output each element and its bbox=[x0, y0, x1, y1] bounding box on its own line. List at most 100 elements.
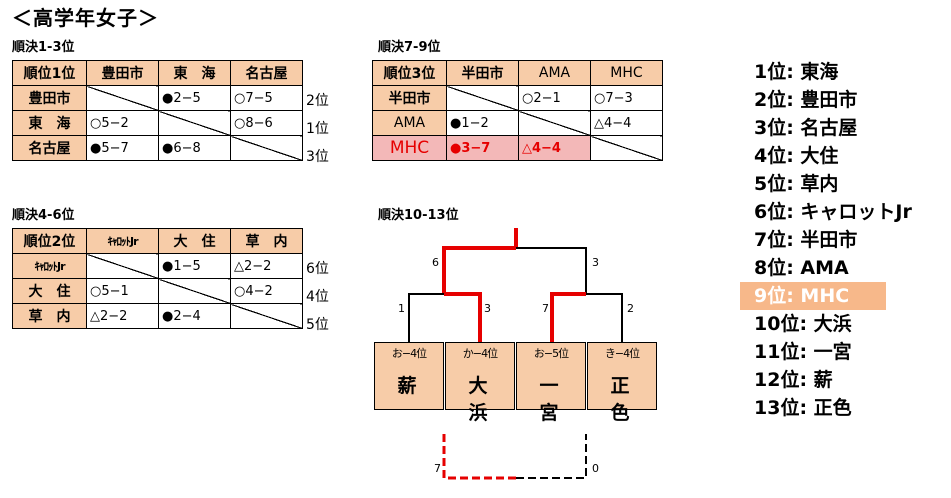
row-header-highlighted: MHC bbox=[372, 135, 447, 161]
ranking-item: 12位: 薪 bbox=[754, 369, 833, 391]
team-seed: お−4位 bbox=[391, 347, 427, 360]
result-cell-highlighted: ●3−7 bbox=[446, 135, 519, 161]
result-cell: ●1−2 bbox=[446, 110, 519, 136]
score-final-right: 3 bbox=[592, 256, 599, 269]
team-name: 一 宮 bbox=[539, 375, 586, 424]
group-7-9-table: 順位3位 半田市 AMA MHC 半田市 ○2−1 ○7−3 AMA ●1−2 … bbox=[372, 60, 663, 161]
result-cell: ○2−1 bbox=[518, 85, 591, 111]
final-rankings: 1位: 東海 2位: 豊田市 3位: 名古屋 4位: 大住 5位: 草内 6位:… bbox=[740, 58, 912, 422]
row-header: 名古屋 bbox=[12, 135, 87, 161]
bracket-lines bbox=[408, 228, 623, 480]
result-cell: ○5−2 bbox=[86, 110, 159, 136]
ranking-item: 6位: キャロットJr bbox=[754, 201, 912, 223]
row-header: ｷｬﾛｯﾄJr bbox=[12, 253, 87, 279]
score-semi-left-a: 1 bbox=[398, 302, 405, 315]
team-name: 大 浜 bbox=[468, 375, 515, 424]
result-cell: ●5−7 bbox=[86, 135, 159, 161]
result-cell: ●2−4 bbox=[158, 303, 231, 329]
diagonal-cell bbox=[86, 85, 159, 111]
bracket-team-box: き−4位 正 色 bbox=[587, 342, 657, 424]
result-cell-highlighted: △4−4 bbox=[518, 135, 591, 161]
group-4-6-label: 順決4-6位 bbox=[12, 208, 75, 223]
score-third-left: 7 bbox=[434, 462, 441, 475]
result-cell: △2−2 bbox=[230, 253, 303, 279]
col-header: 東 海 bbox=[158, 60, 231, 86]
col-header: 草 内 bbox=[230, 228, 303, 254]
diagonal-cell bbox=[86, 253, 159, 279]
corner-header: 順位2位 bbox=[12, 228, 87, 254]
group-4-6-table: 順位2位 ｷｬﾛｯﾄJr 大 住 草 内 ｷｬﾛｯﾄJr ●1−5 △2−2 大… bbox=[12, 228, 303, 329]
bracket-team-box: お−4位 薪 bbox=[374, 342, 444, 410]
bracket-third-right bbox=[516, 434, 587, 479]
place-label: 2位 bbox=[306, 93, 329, 109]
col-header: 豊田市 bbox=[86, 60, 159, 86]
place-label: 5位 bbox=[306, 317, 329, 333]
place-label: 1位 bbox=[306, 121, 329, 137]
col-header: ｷｬﾛｯﾄJr bbox=[86, 228, 159, 254]
diagonal-cell bbox=[158, 110, 231, 136]
bracket-label: 順決10-13位 bbox=[378, 208, 459, 223]
bracket-final-left bbox=[442, 246, 516, 294]
place-label: 6位 bbox=[306, 261, 329, 277]
result-cell: △2−2 bbox=[86, 303, 159, 329]
col-header: 半田市 bbox=[446, 60, 519, 86]
col-header: 大 住 bbox=[158, 228, 231, 254]
page-title: ＜高学年女子＞ bbox=[12, 6, 159, 30]
team-name: 薪 bbox=[397, 375, 421, 397]
bracket-team-box: お−5位 一 宮 bbox=[516, 342, 586, 424]
group-1-3-label: 順決1-3位 bbox=[12, 40, 75, 55]
ranking-item: 2位: 豊田市 bbox=[754, 89, 858, 111]
ranking-item: 8位: AMA bbox=[754, 257, 849, 279]
row-header: 半田市 bbox=[372, 85, 447, 111]
result-cell: ○7−5 bbox=[230, 85, 303, 111]
result-cell: ○8−6 bbox=[230, 110, 303, 136]
ranking-item-highlighted: 9位: MHC bbox=[740, 282, 886, 310]
diagonal-cell bbox=[158, 278, 231, 304]
result-cell: ○5−1 bbox=[86, 278, 159, 304]
score-third-right: 0 bbox=[592, 462, 599, 475]
bracket-third-left bbox=[442, 434, 516, 480]
ranking-item: 7位: 半田市 bbox=[754, 229, 858, 251]
place-label: 4位 bbox=[306, 289, 329, 305]
score-semi-right-a: 7 bbox=[542, 302, 549, 315]
team-seed: き−4位 bbox=[604, 347, 640, 360]
bracket-team-box: か−4位 大 浜 bbox=[445, 342, 515, 424]
ranking-item: 4位: 大住 bbox=[754, 145, 839, 167]
bracket-final-right bbox=[516, 247, 587, 294]
team-name: 正 色 bbox=[610, 375, 657, 424]
score-final-left: 6 bbox=[432, 256, 439, 269]
group-7-9-label: 順決7-9位 bbox=[378, 40, 441, 55]
col-header: 名古屋 bbox=[230, 60, 303, 86]
place-label: 3位 bbox=[306, 149, 329, 165]
ranking-item: 11位: 一宮 bbox=[754, 341, 852, 363]
row-header: 東 海 bbox=[12, 110, 87, 136]
bracket-semi-right-b bbox=[586, 293, 623, 342]
diagonal-cell bbox=[446, 85, 519, 111]
ranking-item: 1位: 東海 bbox=[754, 61, 839, 83]
col-header: MHC bbox=[590, 60, 663, 86]
diagonal-cell bbox=[230, 135, 303, 161]
result-cell: ●2−5 bbox=[158, 85, 231, 111]
row-header: AMA bbox=[372, 110, 447, 136]
diagonal-cell bbox=[590, 135, 663, 161]
row-header: 草 内 bbox=[12, 303, 87, 329]
diagonal-cell bbox=[518, 110, 591, 136]
bracket-semi-right-a bbox=[550, 292, 586, 342]
bracket-semi-left-b bbox=[444, 292, 482, 342]
score-semi-right-b: 2 bbox=[627, 302, 634, 315]
ranking-item: 5位: 草内 bbox=[754, 173, 839, 195]
score-semi-left-b: 3 bbox=[484, 302, 491, 315]
result-cell: ○7−3 bbox=[590, 85, 663, 111]
diagonal-cell bbox=[230, 303, 303, 329]
group-1-3-table: 順位1位 豊田市 東 海 名古屋 豊田市 ●2−5 ○7−5 東 海 ○5−2 … bbox=[12, 60, 303, 161]
result-cell: ○4−2 bbox=[230, 278, 303, 304]
ranking-item: 3位: 名古屋 bbox=[754, 117, 858, 139]
row-header: 大 住 bbox=[12, 278, 87, 304]
corner-header: 順位1位 bbox=[12, 60, 87, 86]
result-cell: ●1−5 bbox=[158, 253, 231, 279]
bracket-semi-left-a bbox=[408, 293, 444, 342]
result-cell: ●6−8 bbox=[158, 135, 231, 161]
col-header: AMA bbox=[518, 60, 591, 86]
result-cell: △4−4 bbox=[590, 110, 663, 136]
corner-header: 順位3位 bbox=[372, 60, 447, 86]
